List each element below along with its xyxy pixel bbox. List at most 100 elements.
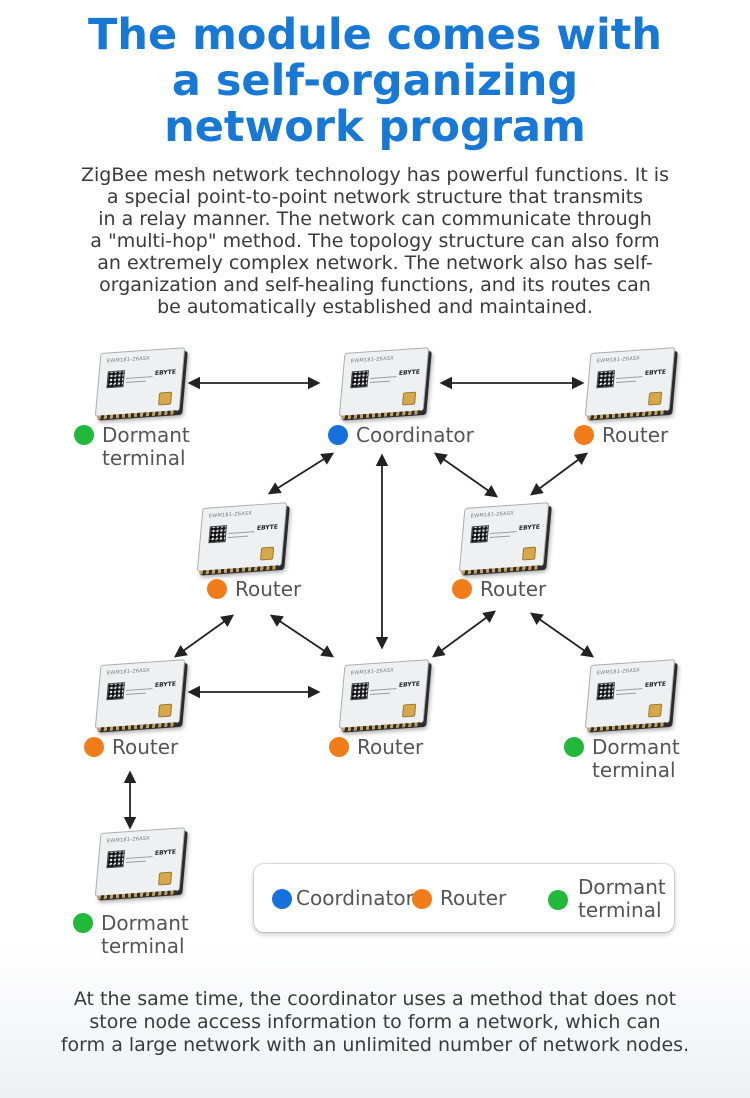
zigbee-module-n7: EWM181-Z6ASX EBYTE bbox=[338, 659, 430, 732]
module-model-text: EWM181-Z6ASX bbox=[208, 510, 253, 520]
node-label-n6: Router bbox=[84, 736, 178, 759]
module-model-text: EWM181-Z6ASX bbox=[596, 667, 641, 677]
antenna-connector-icon bbox=[157, 703, 173, 718]
node-type-label-line2: terminal bbox=[101, 934, 185, 958]
description-line: organization and self-healing functions,… bbox=[99, 274, 651, 296]
node-label-n2: Coordinator bbox=[328, 424, 474, 447]
footer-line: store node access information to form a … bbox=[89, 1011, 661, 1033]
module-brand-text: EBYTE bbox=[518, 523, 541, 533]
qr-code-icon bbox=[208, 525, 228, 544]
module-brand-text: EBYTE bbox=[154, 368, 177, 378]
node-type-label-line2: terminal bbox=[592, 758, 676, 782]
legend-dormant-label-line2: terminal bbox=[578, 898, 662, 922]
footer-paragraph: At the same time, the coordinator uses a… bbox=[20, 988, 730, 1057]
link-n2-n4 bbox=[267, 452, 335, 495]
node-type-label: Router bbox=[602, 423, 669, 447]
node-label-n3: Router bbox=[574, 424, 668, 447]
dormant-dot-icon bbox=[548, 889, 568, 910]
description-line: a "multi-hop" method. The topology struc… bbox=[90, 230, 660, 252]
node-type-label: Dormant bbox=[101, 911, 189, 935]
qr-code-icon bbox=[596, 682, 616, 701]
page-title: The module comes with a self-organizing … bbox=[0, 12, 750, 150]
legend-item-coordinator: Coordinator bbox=[272, 887, 414, 910]
node-label-n5: Router bbox=[452, 578, 546, 601]
zigbee-module-n9: EWM181-Z6ASX EBYTE bbox=[94, 827, 186, 900]
title-line-1: The module comes with bbox=[88, 10, 662, 60]
router-dot-icon bbox=[84, 737, 104, 757]
qr-code-icon bbox=[106, 370, 126, 389]
node-type-label: Dormant bbox=[592, 735, 680, 759]
legend-dormant-label: Dormant bbox=[578, 875, 666, 899]
node-label-n7: Router bbox=[329, 736, 423, 759]
router-dot-icon bbox=[329, 737, 349, 757]
qr-code-icon bbox=[596, 370, 616, 389]
description-line: be automatically established and maintai… bbox=[157, 296, 593, 318]
qr-code-icon bbox=[106, 682, 126, 701]
zigbee-module-n3: EWM181-Z6ASX EBYTE bbox=[584, 347, 676, 420]
zigbee-module-n1: EWM181-Z6ASX EBYTE bbox=[94, 347, 186, 420]
link-n4-n6 bbox=[173, 614, 235, 658]
antenna-connector-icon bbox=[521, 546, 537, 561]
router-dot-icon bbox=[452, 579, 472, 599]
link-n4-n7 bbox=[269, 614, 335, 658]
description-line: in a relay manner. The network can commu… bbox=[98, 208, 652, 230]
coordinator-dot-icon bbox=[272, 889, 292, 909]
node-label-n4: Router bbox=[207, 578, 301, 601]
dormant-dot-icon bbox=[74, 425, 94, 445]
module-model-text: EWM181-Z6ASX bbox=[106, 355, 151, 365]
footer-line: At the same time, the coordinator uses a… bbox=[73, 988, 677, 1010]
module-model-text: EWM181-Z6ASX bbox=[470, 510, 515, 520]
coordinator-dot-icon bbox=[328, 425, 348, 445]
node-type-label: Dormant bbox=[102, 423, 190, 447]
zigbee-module-n2: EWM181-Z6ASX EBYTE bbox=[338, 347, 430, 420]
footer-line: form a large network with an unlimited n… bbox=[60, 1034, 690, 1056]
module-brand-text: EBYTE bbox=[154, 848, 177, 858]
dormant-dot-icon bbox=[73, 913, 93, 933]
router-dot-icon bbox=[412, 889, 432, 909]
module-brand-text: EBYTE bbox=[644, 680, 667, 690]
legend-coordinator-label: Coordinator bbox=[296, 886, 414, 910]
qr-code-icon bbox=[106, 850, 126, 869]
zigbee-module-n6: EWM181-Z6ASX EBYTE bbox=[94, 659, 186, 732]
module-brand-text: EBYTE bbox=[644, 368, 667, 378]
description-line: ZigBee mesh network technology has power… bbox=[81, 164, 669, 186]
qr-code-icon bbox=[470, 525, 490, 544]
antenna-connector-icon bbox=[401, 391, 417, 406]
antenna-connector-icon bbox=[259, 546, 275, 561]
link-n3-n5 bbox=[529, 452, 589, 496]
node-type-label-line2: terminal bbox=[102, 446, 186, 470]
module-brand-text: EBYTE bbox=[398, 680, 421, 690]
antenna-connector-icon bbox=[647, 391, 663, 406]
zigbee-module-n5: EWM181-Z6ASX EBYTE bbox=[458, 502, 550, 575]
legend-item-router: Router bbox=[412, 887, 506, 910]
module-model-text: EWM181-Z6ASX bbox=[106, 667, 151, 677]
module-brand-text: EBYTE bbox=[398, 368, 421, 378]
module-model-text: EWM181-Z6ASX bbox=[596, 355, 641, 365]
title-line-3: network program bbox=[164, 102, 586, 152]
legend-router-label: Router bbox=[440, 886, 507, 910]
node-type-label: Router bbox=[235, 577, 302, 601]
antenna-connector-icon bbox=[647, 703, 663, 718]
router-dot-icon bbox=[574, 425, 594, 445]
zigbee-module-n4: EWM181-Z6ASX EBYTE bbox=[196, 502, 288, 575]
antenna-connector-icon bbox=[157, 391, 173, 406]
node-type-label: Router bbox=[480, 577, 547, 601]
node-type-label: Router bbox=[112, 735, 179, 759]
module-brand-text: EBYTE bbox=[256, 523, 279, 533]
link-n5-n7 bbox=[431, 610, 497, 658]
router-dot-icon bbox=[207, 579, 227, 599]
module-model-text: EWM181-Z6ASX bbox=[350, 667, 395, 677]
title-line-2: a self-organizing bbox=[171, 56, 579, 106]
dormant-dot-icon bbox=[564, 737, 584, 757]
qr-code-icon bbox=[350, 370, 370, 389]
module-model-text: EWM181-Z6ASX bbox=[350, 355, 395, 365]
description-paragraph: ZigBee mesh network technology has power… bbox=[28, 164, 722, 318]
module-brand-text: EBYTE bbox=[154, 680, 177, 690]
antenna-connector-icon bbox=[401, 703, 417, 718]
